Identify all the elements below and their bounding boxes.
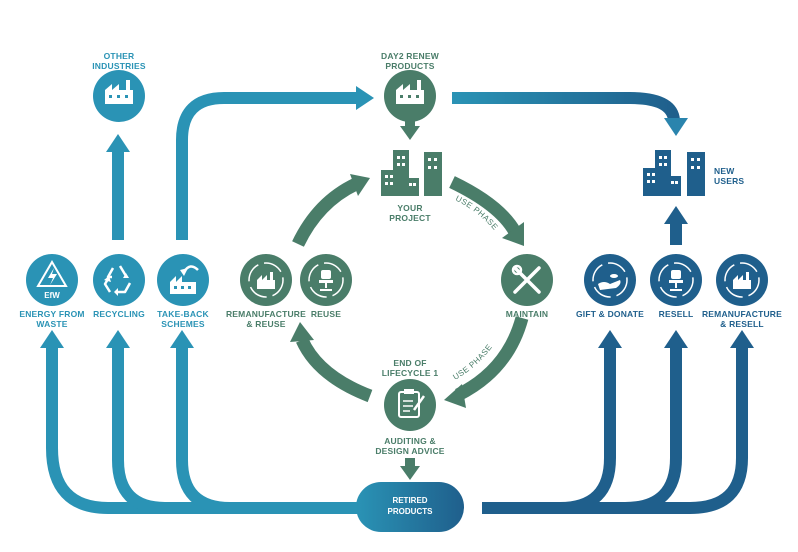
arc-reuse-to-project bbox=[292, 178, 359, 247]
take-back-label: TAKE-BACK SCHEMES bbox=[157, 309, 209, 329]
hand-cycle-icon bbox=[592, 262, 628, 298]
arrowhead-energy bbox=[40, 330, 64, 348]
other-industries-label: OTHER INDUSTRIES bbox=[92, 51, 146, 71]
maintain-label: MAINTAIN bbox=[505, 309, 549, 319]
other-industries-node bbox=[93, 70, 145, 122]
arrowhead-renew bbox=[356, 86, 374, 110]
gift-donate-node bbox=[584, 254, 636, 306]
renew-products-label: DAY2 RENEW PRODUCTS bbox=[381, 51, 439, 71]
clipboard-icon bbox=[398, 389, 426, 418]
flow-to-energy bbox=[46, 345, 360, 514]
auditing-node bbox=[384, 379, 436, 431]
flow-to-remanufacture-resell bbox=[482, 345, 748, 514]
flow-to-recycling bbox=[112, 345, 360, 514]
remanufacture-resell-label: REMANUFACTURE & RESELL bbox=[701, 309, 783, 329]
efw-badge: EfW bbox=[44, 291, 60, 300]
reuse-label: REUSE bbox=[310, 309, 342, 319]
arc-use-phase-top bbox=[449, 176, 521, 236]
resell-node bbox=[650, 254, 702, 306]
factory-cycle-icon bbox=[248, 262, 284, 298]
remanufacture-reuse-label: REMANUFACTURE & REUSE bbox=[225, 309, 307, 329]
buildings-icon bbox=[381, 150, 442, 196]
auditing-label: AUDITING & DESIGN ADVICE bbox=[375, 436, 445, 456]
arrowhead-resell bbox=[664, 330, 688, 348]
arrowhead-new-users-top bbox=[664, 118, 688, 136]
arrowhead-project-left bbox=[350, 174, 370, 196]
flow-to-take-back bbox=[176, 345, 360, 514]
end-of-lifecycle-label: END OF LIFECYCLE 1 bbox=[381, 358, 439, 378]
gift-donate-label: GIFT & DONATE bbox=[575, 309, 645, 319]
factory-cycle-icon bbox=[724, 262, 760, 298]
arrowhead-other-industries bbox=[106, 134, 130, 152]
arc-use-phase-bottom bbox=[454, 316, 529, 401]
new-users-label: NEW USERS bbox=[714, 166, 745, 186]
chair-cycle-icon bbox=[308, 262, 344, 298]
arrowhead-new-users bbox=[664, 206, 688, 224]
arrowhead-project bbox=[400, 126, 420, 140]
reuse-node bbox=[300, 254, 352, 306]
renew-products-node bbox=[384, 70, 436, 122]
flow-renew-to-new-users bbox=[452, 92, 680, 122]
recycling-node bbox=[93, 254, 145, 306]
factory-return-icon bbox=[170, 265, 199, 294]
factory-icon bbox=[105, 80, 133, 104]
remanufacture-reuse-node bbox=[240, 254, 292, 306]
retired-products-node: RETIRED PRODUCTS bbox=[356, 482, 464, 532]
factory-icon bbox=[396, 80, 424, 104]
left-flow-arrows bbox=[40, 86, 374, 514]
retired-line1: RETIRED bbox=[392, 496, 427, 505]
energy-from-waste-label: ENERGY FROM WASTE bbox=[19, 309, 85, 329]
retired-line2: PRODUCTS bbox=[388, 507, 434, 516]
flow-to-resell bbox=[482, 345, 682, 514]
resell-label: RESELL bbox=[658, 309, 694, 319]
cycle-arrows bbox=[290, 118, 529, 480]
arrowhead-remanufacture bbox=[290, 322, 314, 342]
recycle-icon bbox=[103, 265, 132, 296]
energy-from-waste-node: EfW bbox=[26, 254, 78, 306]
maintain-node bbox=[501, 254, 553, 306]
arrowhead-take-back bbox=[170, 330, 194, 348]
your-project-label: YOUR PROJECT bbox=[389, 203, 431, 223]
arrowhead-retired bbox=[400, 466, 420, 480]
arrowhead-auditing bbox=[444, 384, 466, 408]
lightning-icon bbox=[36, 260, 68, 287]
arrowhead-gift bbox=[598, 330, 622, 348]
chair-cycle-icon bbox=[658, 262, 694, 298]
arrowhead-maintain bbox=[502, 222, 524, 246]
recycling-label: RECYCLING bbox=[93, 309, 145, 319]
flow-take-back-to-renew bbox=[176, 92, 358, 240]
arrowhead-remanufacture-resell bbox=[730, 330, 754, 348]
remanufacture-resell-node bbox=[716, 254, 768, 306]
tools-icon bbox=[511, 264, 541, 294]
right-flow-arrows bbox=[452, 92, 754, 514]
arc-end-of-life bbox=[296, 337, 373, 403]
arrowhead-recycling bbox=[106, 330, 130, 348]
buildings-icon bbox=[643, 150, 705, 196]
take-back-node bbox=[157, 254, 209, 306]
